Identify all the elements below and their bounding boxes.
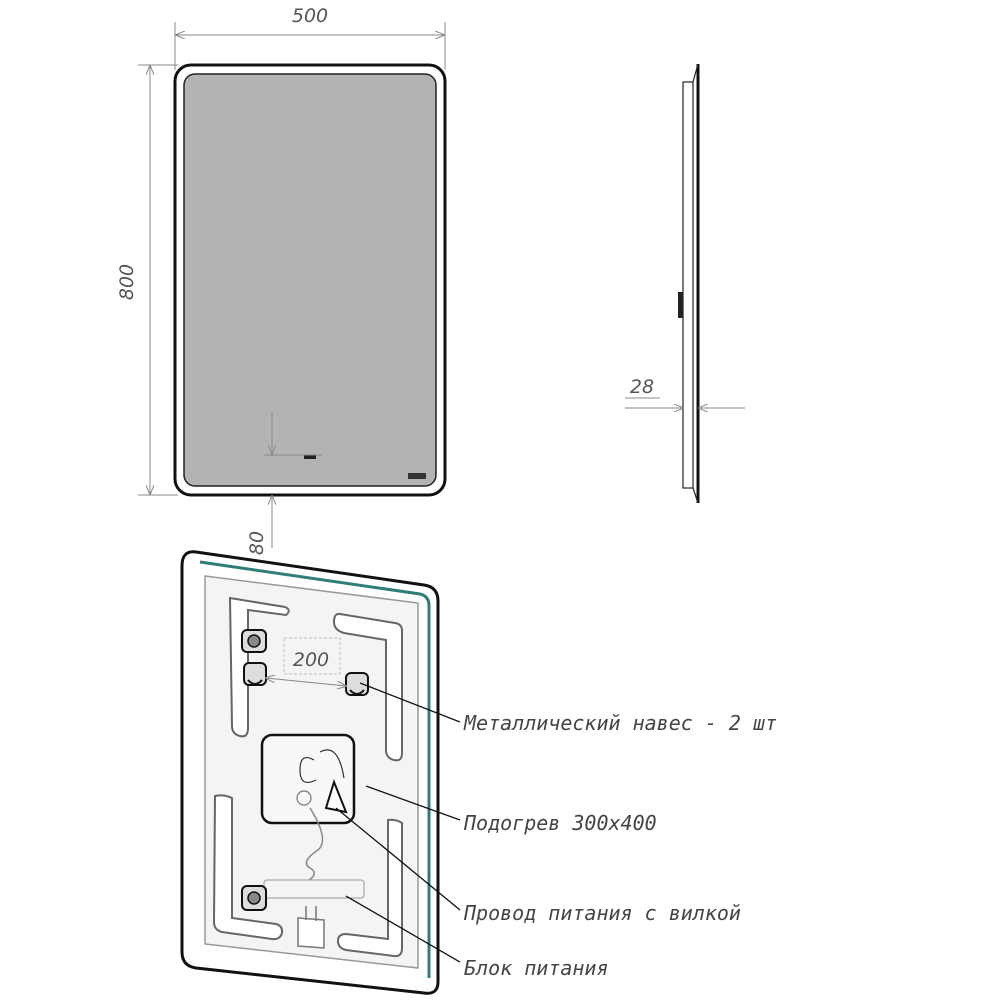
metal-hanger-right [345, 672, 369, 696]
metal-hanger-top [241, 629, 267, 653]
label-hangers: Металлический навес - 2 шт [463, 711, 777, 735]
power-unit [263, 879, 365, 899]
label-cable: Провод питания с вилкой [463, 901, 741, 925]
side-switch [678, 292, 683, 318]
back-view: 200 [180, 550, 440, 995]
spacing-label: 200 [293, 649, 329, 671]
green-edge [199, 560, 431, 978]
offset-label: 80 [246, 531, 268, 555]
power-cable [299, 807, 324, 886]
metal-hanger-left [243, 662, 267, 686]
offset-dimension: 80 [246, 412, 322, 555]
side-profile [682, 81, 694, 489]
callouts: Металлический навес - 2 шт Подогрев 300х… [335, 682, 777, 980]
front-view [173, 63, 447, 497]
hanger-spacing-dimension: 200 [266, 637, 346, 686]
height-label: 800 [116, 264, 138, 300]
height-dimension: 800 [116, 64, 178, 496]
width-label: 500 [292, 5, 328, 27]
touch-switch [304, 455, 316, 459]
width-dimension: 500 [174, 5, 446, 70]
label-heating: Подогрев 300х400 [463, 811, 657, 835]
label-power-unit: Блок питания [464, 956, 609, 980]
depth-dimension: 28 [625, 376, 745, 408]
metal-hanger-bottom [241, 885, 267, 911]
power-socket-icon [297, 906, 325, 949]
depth-label: 28 [630, 376, 654, 398]
mirror-frame [173, 63, 447, 497]
side-view [678, 63, 700, 504]
brand-logo [408, 473, 426, 479]
mirror-glass [183, 73, 437, 487]
